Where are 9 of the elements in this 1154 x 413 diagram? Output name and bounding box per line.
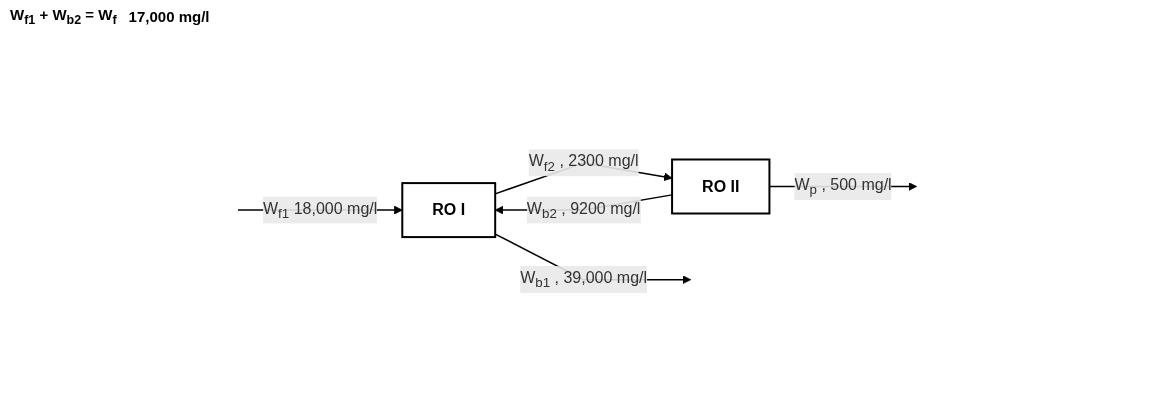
edge-label: W$_{p}$ , 500 mg/l: [794, 175, 892, 198]
edge-label: W$_{b1}$ , 39,000 mg/l: [519, 269, 647, 291]
stream-label: 17,000 mg/l: [128, 7, 210, 25]
edge-label: W$_{f1}$ 18,000 mg/l: [262, 199, 377, 221]
stream-label: W$_{f1}$ + W$_{b2}$ = W$_{f}$: [10, 5, 117, 27]
edge-label: W$_{b2}$ , 9200 mg/l: [526, 199, 641, 221]
node-box: RO II: [670, 158, 771, 215]
edge-label: W$_{f2}$ , 2300 mg/l: [528, 152, 639, 174]
node-box: RO I: [400, 182, 496, 239]
